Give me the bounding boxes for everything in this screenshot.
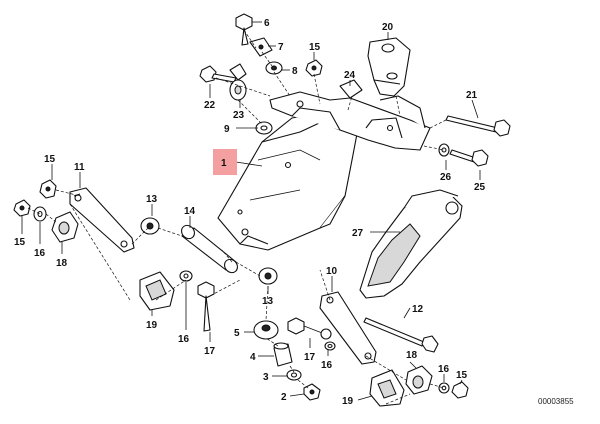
label-26: 26 bbox=[440, 172, 452, 183]
rubber-block-18 bbox=[51, 211, 433, 395]
label-21: 21 bbox=[466, 90, 478, 101]
bushing-13 bbox=[140, 217, 278, 285]
washer-16-left bbox=[33, 206, 193, 282]
bolt-12 bbox=[363, 317, 439, 353]
label-16d: 16 bbox=[438, 364, 450, 375]
label-12: 12 bbox=[412, 304, 424, 315]
label-20: 20 bbox=[382, 22, 394, 33]
label-11: 11 bbox=[74, 162, 85, 173]
label-7: 7 bbox=[278, 42, 284, 53]
label-3: 3 bbox=[263, 372, 269, 383]
label-14: 14 bbox=[184, 206, 196, 217]
bolt-25 bbox=[449, 149, 489, 167]
label-19a: 19 bbox=[146, 320, 158, 331]
label-16c: 16 bbox=[321, 360, 333, 371]
nut-8 bbox=[265, 61, 283, 75]
label-18a: 18 bbox=[56, 258, 68, 269]
hardware-right-lower bbox=[438, 381, 469, 399]
label-13b: 13 bbox=[262, 296, 274, 307]
reference-code: 00003855 bbox=[538, 397, 574, 406]
label-17a: 17 bbox=[204, 346, 216, 357]
label-4: 4 bbox=[250, 352, 256, 363]
highlight-box bbox=[213, 149, 237, 175]
label-5: 5 bbox=[234, 328, 240, 339]
label-6: 6 bbox=[264, 18, 270, 29]
label-27: 27 bbox=[352, 228, 364, 239]
label-8: 8 bbox=[292, 66, 298, 77]
label-23: 23 bbox=[233, 110, 245, 121]
label-9: 9 bbox=[224, 124, 230, 135]
sleeve-14 bbox=[181, 224, 238, 274]
clip-7 bbox=[249, 37, 273, 57]
label-18b: 18 bbox=[406, 350, 418, 361]
label-25: 25 bbox=[474, 182, 486, 193]
label-15b: 15 bbox=[14, 237, 26, 248]
link-bar-11 bbox=[69, 187, 135, 301]
rubber-mount-19 bbox=[139, 271, 405, 407]
bolt-6 bbox=[235, 13, 253, 46]
label-10: 10 bbox=[326, 266, 338, 277]
label-24: 24 bbox=[344, 70, 356, 81]
leader-lines bbox=[21, 21, 481, 401]
label-2: 2 bbox=[281, 392, 287, 403]
label-15c: 15 bbox=[309, 42, 321, 53]
washer-3 bbox=[286, 369, 302, 381]
bolt-17-left bbox=[197, 281, 215, 332]
label-16a: 16 bbox=[34, 248, 46, 259]
main-bracket bbox=[217, 91, 431, 251]
label-15d: 15 bbox=[456, 370, 468, 381]
bolt-22 bbox=[199, 65, 237, 83]
hardware-center-low bbox=[324, 341, 336, 351]
spacer-4 bbox=[273, 342, 293, 367]
label-17b: 17 bbox=[304, 352, 316, 363]
label-15a: 15 bbox=[44, 154, 56, 165]
label-1: 1 bbox=[221, 158, 227, 169]
washer-9 bbox=[255, 121, 273, 135]
label-19b: 19 bbox=[342, 396, 354, 407]
link-bar-10 bbox=[319, 269, 377, 365]
clip-24 bbox=[339, 79, 363, 99]
bracket-20 bbox=[367, 37, 411, 97]
label-13a: 13 bbox=[146, 194, 158, 205]
bolt-17-center bbox=[287, 317, 332, 340]
label-16b: 16 bbox=[178, 334, 190, 345]
bolt-21 bbox=[445, 115, 511, 137]
bushing-5 bbox=[253, 320, 279, 340]
nut-15-left bbox=[13, 179, 57, 217]
label-22: 22 bbox=[204, 100, 216, 111]
nut-15-top bbox=[305, 59, 323, 77]
assembly-lines bbox=[27, 29, 447, 405]
callout-labels: 1 2 3 4 5 6 7 8 9 10 11 12 13 13 14 15 1… bbox=[14, 18, 486, 407]
lever-27 bbox=[359, 189, 463, 299]
